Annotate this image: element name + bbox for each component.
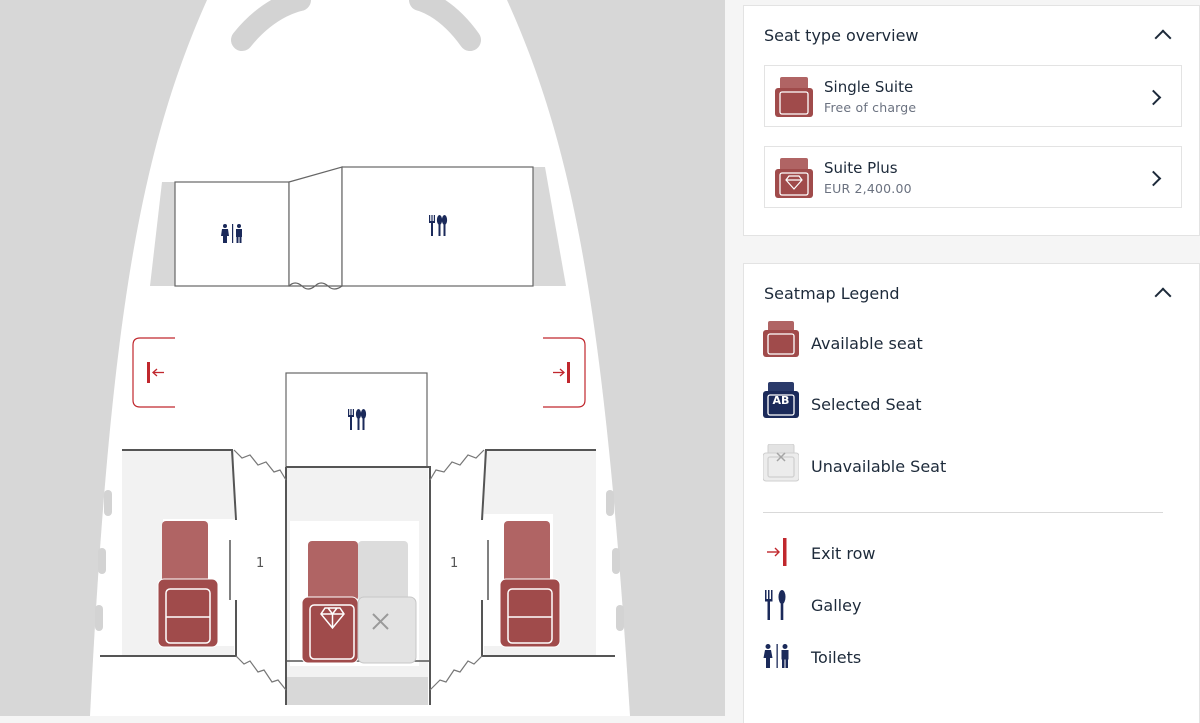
legend-label: Available seat bbox=[811, 334, 923, 353]
seat-type-price: Free of charge bbox=[824, 100, 917, 115]
legend-label: Exit row bbox=[811, 544, 876, 563]
row-number-right: 1 bbox=[450, 556, 459, 571]
seatmap-legend-panel: Seatmap Legend bbox=[743, 263, 1200, 723]
available-seat-icon bbox=[763, 321, 799, 361]
seat-type-name: Suite Plus bbox=[824, 159, 898, 177]
selected-seat-badge: AB bbox=[773, 394, 790, 407]
seat-type-single-suite[interactable]: Single Suite Free of charge bbox=[764, 65, 1182, 127]
fuselage-drawing bbox=[90, 0, 630, 716]
row-number-left: 1 bbox=[256, 556, 265, 571]
exit-row-icon-left bbox=[147, 362, 164, 383]
legend-label: Unavailable Seat bbox=[811, 457, 947, 476]
exit-row-icon bbox=[763, 538, 789, 570]
toilets-icon bbox=[763, 644, 791, 672]
seat-type-name: Single Suite bbox=[824, 78, 914, 96]
selected-seat-icon: AB bbox=[763, 382, 799, 422]
legend-divider bbox=[763, 512, 1163, 513]
collapse-chevron-up-icon[interactable] bbox=[1154, 29, 1172, 47]
single-suite-seat-icon bbox=[775, 77, 813, 121]
seat-type-price: EUR 2,400.00 bbox=[824, 181, 912, 196]
chevron-right-icon bbox=[1145, 89, 1162, 106]
collapse-chevron-up-icon[interactable] bbox=[1154, 287, 1172, 305]
seat-suite-plus[interactable] bbox=[301, 541, 359, 664]
chevron-right-icon bbox=[1145, 170, 1162, 187]
galley-icon-top bbox=[429, 215, 448, 236]
galley-icon bbox=[763, 590, 789, 624]
galley-icon-middle bbox=[348, 409, 367, 430]
seat-type-overview-title: Seat type overview bbox=[764, 26, 919, 45]
exit-row-icon-right bbox=[553, 362, 570, 383]
legend-label: Galley bbox=[811, 596, 862, 615]
seat-type-suite-plus[interactable]: Suite Plus EUR 2,400.00 bbox=[764, 146, 1182, 208]
seatmap-legend-title: Seatmap Legend bbox=[764, 284, 900, 303]
unavailable-seat-icon bbox=[762, 443, 800, 486]
seat-type-overview-panel: Seat type overview Single Suite Free of … bbox=[743, 5, 1200, 236]
sidebar: Seat type overview Single Suite Free of … bbox=[725, 0, 1200, 723]
seat-unavailable bbox=[357, 541, 417, 664]
legend-label: Selected Seat bbox=[811, 395, 922, 414]
suite-plus-seat-icon bbox=[775, 158, 813, 202]
toilets-icon bbox=[221, 224, 242, 243]
legend-label: Toilets bbox=[811, 648, 862, 667]
seat-map: 1 1 bbox=[0, 0, 725, 716]
